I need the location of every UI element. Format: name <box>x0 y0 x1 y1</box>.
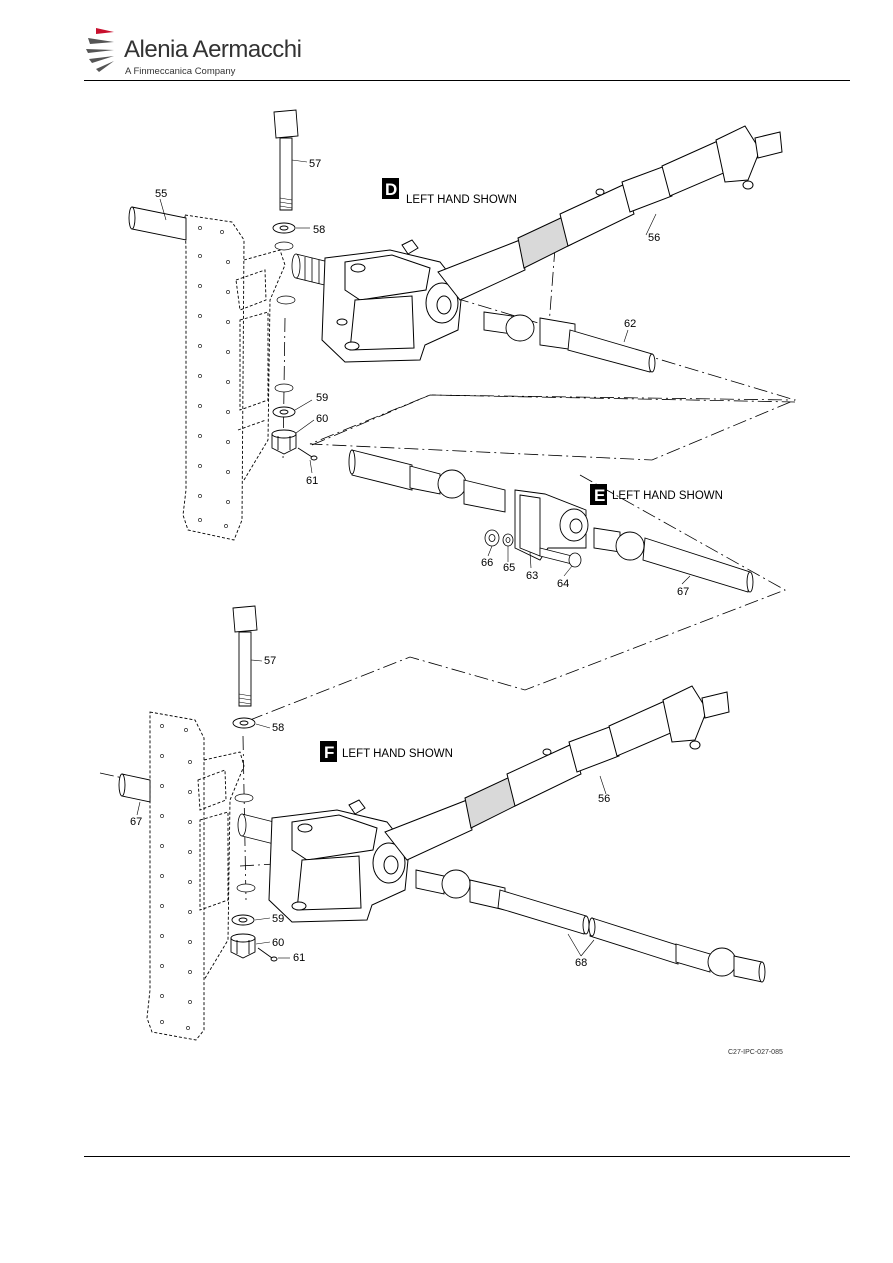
frame-bracket-holes-lower <box>160 724 192 1030</box>
callout-62: 62 <box>624 318 636 330</box>
callout-60-upper: 60 <box>316 413 328 425</box>
header-rule <box>84 80 850 81</box>
view-e-badge <box>590 484 607 505</box>
gearbox-housing-lower <box>268 799 410 923</box>
view-f: LEFT HAND SHOWN F <box>99 605 766 1041</box>
callout-56-upper: 56 <box>648 232 660 244</box>
shaft-67-left-e <box>348 449 506 513</box>
washer-58-upper <box>272 222 296 234</box>
washer-65 <box>502 533 514 547</box>
washer-59-lower <box>231 914 255 926</box>
callout-58-upper: 58 <box>313 224 325 236</box>
callout-61-upper: 61 <box>306 475 318 487</box>
callout-59-lower: 59 <box>272 913 284 925</box>
frame-bracket-upper <box>182 214 286 541</box>
shaft-56-lower <box>384 685 730 861</box>
brand-tagline: A Finmeccanica Company <box>125 66 236 77</box>
view-f-caption: LEFT HAND SHOWN <box>342 748 453 760</box>
figure-code: C27-IPC-027-085 <box>728 1049 783 1056</box>
cotter-pin-61-lower <box>257 947 278 962</box>
brand-swoosh-icon <box>86 28 114 72</box>
view-d-badge <box>382 178 399 199</box>
callout-57-upper: 57 <box>309 158 321 170</box>
callout-65: 65 <box>503 562 515 574</box>
bushings-upper <box>274 241 296 393</box>
callout-57-lower: 57 <box>264 655 276 667</box>
view-e-letter: E <box>594 486 605 505</box>
nut-66 <box>484 529 500 547</box>
shaft-55 <box>128 206 187 241</box>
view-e-caption: LEFT HAND SHOWN <box>612 490 723 502</box>
shaft-67-f <box>118 773 151 803</box>
brand-logo: Alenia Aermacchi A Finmeccanica Company <box>84 22 314 82</box>
callout-58-lower: 58 <box>272 722 284 734</box>
brand-name: Alenia Aermacchi <box>124 36 302 63</box>
footer-rule <box>84 1156 850 1157</box>
callout-64: 64 <box>557 578 569 590</box>
callout-66: 66 <box>481 557 493 569</box>
gearbox-housing-upper <box>321 239 463 363</box>
cotter-pin-61-upper <box>297 447 318 461</box>
view-e: E LEFT HAND SHOWN <box>348 449 754 593</box>
view-f-badge <box>320 741 337 762</box>
bracket-63 <box>514 489 589 561</box>
bolt-64 <box>539 547 582 568</box>
callout-labels: 55 57 58 56 62 59 60 61 66 65 63 64 67 5… <box>130 158 689 969</box>
view-d: D LEFT HAND SHOWN <box>128 109 783 541</box>
callout-63: 63 <box>526 570 538 582</box>
callout-67-e: 67 <box>677 586 689 598</box>
shaft-56-upper <box>437 125 783 301</box>
washer-59-upper <box>272 406 296 418</box>
shaft-62 <box>483 311 656 373</box>
callout-55: 55 <box>155 188 167 200</box>
washer-58-lower <box>232 717 256 729</box>
shaft-67-right-e <box>593 527 754 593</box>
castle-nut-60-lower <box>230 933 256 959</box>
shaft-68 <box>415 869 766 983</box>
callout-68: 68 <box>575 957 587 969</box>
frame-bracket-lower <box>146 711 245 1041</box>
bolt-57-lower <box>232 605 258 707</box>
callout-60-lower: 60 <box>272 937 284 949</box>
callout-56-lower: 56 <box>598 793 610 805</box>
view-f-letter: F <box>324 743 334 762</box>
callout-61-lower: 61 <box>293 952 305 964</box>
frame-bracket-holes-upper <box>198 226 230 528</box>
callout-59-upper: 59 <box>316 392 328 404</box>
bushings-lower <box>234 793 256 893</box>
leader-lines <box>136 159 691 959</box>
view-d-caption: LEFT HAND SHOWN <box>406 194 517 206</box>
castle-nut-60-upper <box>271 429 297 455</box>
view-d-letter: D <box>385 180 397 199</box>
bolt-57-upper <box>273 109 299 211</box>
callout-67-f: 67 <box>130 816 142 828</box>
